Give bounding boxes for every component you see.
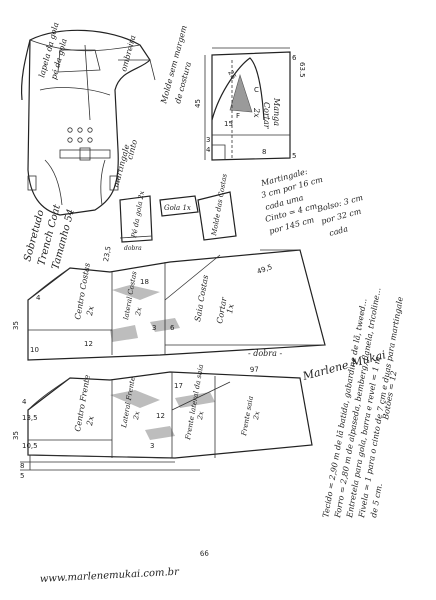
martingale-line-7: cada [328,224,349,238]
front-pattern [20,371,313,471]
sleeve-pattern [204,47,291,161]
front-dim-10-5: 10,5 [22,442,38,450]
sleeve-letter-c: C [254,86,259,94]
front-dim-4: 4 [22,398,27,406]
sleeve-dim-left: 45 [194,99,202,108]
front-dim-13-5: 13,5 [22,414,38,422]
material-line-4: de 5 cm. [369,483,384,519]
sleeve-label: Manga [272,97,281,126]
front-dim-17: 17 [174,382,183,390]
coat-sketch [20,29,156,216]
sleeve-label-cortar: Cortar [262,102,271,130]
back-pattern [27,249,326,361]
sketch-label-ombreira: ombreira [119,34,137,73]
back-center-qty: 2x [85,305,96,317]
back-dim-35: 35 [12,321,20,330]
back-dim-4: 4 [36,294,41,302]
back-dim-10: 10 [30,346,39,354]
front-side-skirt-qty: 2x [196,411,206,422]
back-dim-49-5: 49,5 [256,263,273,276]
front-dim-12: 12 [156,412,165,420]
back-fold-label: - dobra - [248,349,282,358]
sketch-label-cinto: cinto [125,138,139,160]
back-dim-97: 97 [250,366,259,374]
sleeve-dim-15: 15 [224,120,233,128]
sleeve-dim-side: 6 [292,54,297,62]
sleeve-dim-top: 63.5 [298,62,306,78]
sleeve-letter-f: F [236,112,240,120]
back-facing-label: Molde das Costas [210,173,229,238]
front-dim-35: 35 [12,431,20,440]
sleeve-dim-small2: 4 [206,146,211,154]
back-side-qty: 2x [134,307,144,318]
back-dim-12: 12 [84,340,93,348]
footer-url: www.marlenemukai.com.br [40,567,181,585]
back-dim-18: 18 [140,278,149,286]
back-skirt-qty: 1x [225,303,236,314]
front-side-qty: 2x [132,411,142,422]
back-dim-3: 3 [152,324,156,332]
collar-parts [119,191,237,243]
back-skirt-label: Saia Costas [193,274,210,322]
collar-stand-label: Pé da gola 2x [130,190,146,239]
sleeve-dim-bottom: 8 [262,148,266,156]
back-dim-6: 6 [170,324,175,332]
front-center-qty: 2x [85,415,96,427]
front-dim-5: 5 [20,472,24,480]
collar-fold-label: dobra [124,245,142,252]
martingale-note: Martingale: 3 cm por 16 cm cada uma Cint… [259,167,364,238]
sleeve-dim-side2: 5 [292,152,296,160]
materials-list: Tecido = 2,90 m de lã batida, gabardine … [321,287,405,519]
front-skirt-qty: 2x [252,411,262,422]
sleeve-label-qty: 2x [252,107,261,118]
collar-label: Gola 1x [164,204,191,212]
back-dim-23-5: 23,5 [102,246,113,263]
front-dim-8: 8 [20,462,24,470]
front-dim-66: 66 [200,550,210,558]
sleeve-dim-cap: 25 [226,69,237,81]
front-dim-3: 3 [150,442,154,450]
sleeve-dim-small1: 3 [206,136,210,144]
